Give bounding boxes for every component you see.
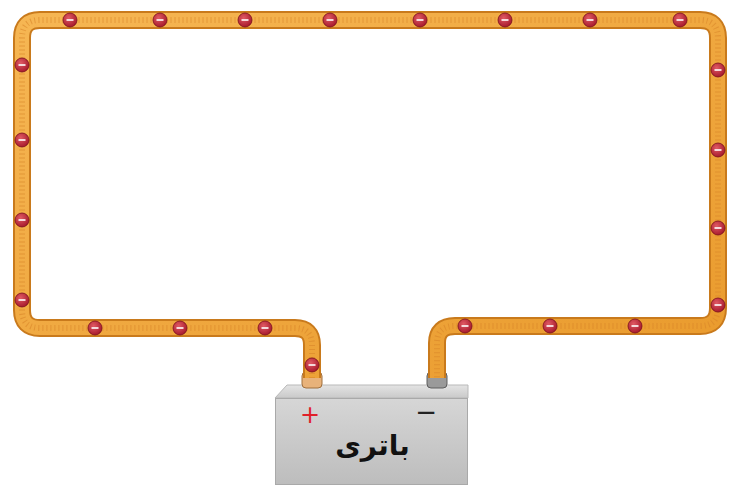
wire-outline: [22, 20, 718, 378]
electron-charge: [242, 19, 249, 21]
electron-charge: [92, 327, 99, 329]
electron: [88, 321, 102, 335]
electron: [15, 293, 29, 307]
electron-charge: [715, 304, 722, 306]
wire-texture: [22, 20, 718, 378]
electron: [628, 319, 642, 333]
electron-charge: [327, 19, 334, 21]
electron: [258, 321, 272, 335]
electron: [711, 143, 725, 157]
electron: [711, 298, 725, 312]
electron: [458, 319, 472, 333]
electron-charge: [502, 19, 509, 21]
battery-box: + −باتری: [275, 398, 468, 485]
electron-charge: [67, 19, 74, 21]
wire: [22, 20, 718, 378]
electron: [543, 319, 557, 333]
battery-label: باتری: [335, 429, 410, 463]
electron: [305, 358, 319, 372]
electron-charge: [157, 19, 164, 21]
electron: [63, 13, 77, 27]
electron-charge: [177, 327, 184, 329]
electron: [673, 13, 687, 27]
electron-charge: [715, 227, 722, 229]
electron: [153, 13, 167, 27]
electron: [15, 58, 29, 72]
electron: [711, 221, 725, 235]
electron: [238, 13, 252, 27]
electron: [323, 13, 337, 27]
electron: [15, 213, 29, 227]
electron: [498, 13, 512, 27]
electron-charge: [547, 325, 554, 327]
electron: [413, 13, 427, 27]
electron-charge: [632, 325, 639, 327]
electron: [173, 321, 187, 335]
electron-charge: [19, 219, 26, 221]
electron-charge: [677, 19, 684, 21]
electron: [15, 133, 29, 147]
electron-charge: [309, 364, 316, 366]
electron: [583, 13, 597, 27]
positive-sign: +: [300, 401, 320, 430]
electron-charge: [462, 325, 469, 327]
electron: [711, 63, 725, 77]
electron-charge: [587, 19, 594, 21]
negative-sign: −: [415, 397, 437, 428]
electron-charge: [715, 69, 722, 71]
electron-charge: [715, 149, 722, 151]
electron-charge: [417, 19, 424, 21]
electron-charge: [19, 64, 26, 66]
electron-charge: [19, 299, 26, 301]
electron-charge: [262, 327, 269, 329]
electron-charge: [19, 139, 26, 141]
